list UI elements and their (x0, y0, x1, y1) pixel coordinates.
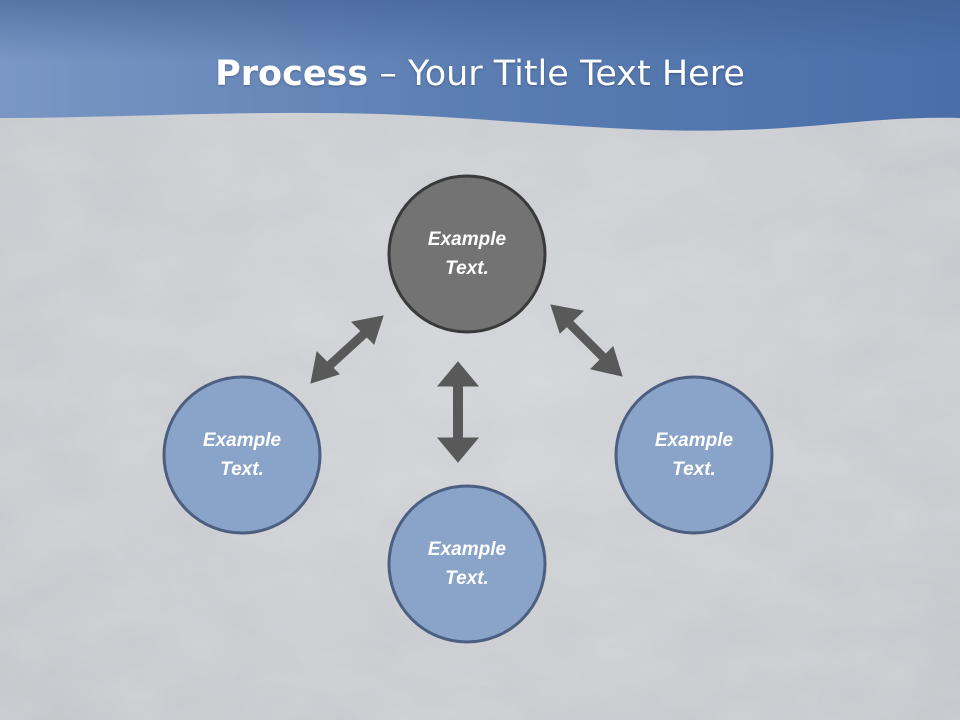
arrow-top-bottom (436, 361, 480, 463)
node-left-line1: Example (202, 430, 282, 451)
node-right-label: Example Text. (619, 426, 769, 484)
node-bottom-line1: Example (427, 539, 507, 560)
node-bottom-label: Example Text. (392, 535, 542, 593)
node-right-line2: Text. (672, 459, 716, 480)
arrow-top-right (550, 304, 623, 377)
node-top-circle (387, 174, 547, 334)
node-top-line2: Text. (445, 258, 489, 279)
node-bottom-line2: Text. (445, 568, 489, 589)
header-shade (0, 0, 960, 60)
title-bold: Process (215, 54, 369, 94)
node-top-label: Example Text. (392, 225, 542, 283)
node-top-line1: Example (427, 229, 507, 250)
node-left-line2: Text. (220, 459, 264, 480)
arrow-top-left (310, 315, 384, 384)
node-right-line1: Example (654, 430, 734, 451)
slide-title: Process – Your Title Text Here (0, 52, 960, 96)
node-left-label: Example Text. (167, 426, 317, 484)
title-rest: – Your Title Text Here (368, 54, 745, 94)
arrows (310, 304, 623, 463)
node-right-circle (614, 375, 774, 535)
node-bottom-circle (387, 484, 547, 644)
node-left-circle (162, 375, 322, 535)
